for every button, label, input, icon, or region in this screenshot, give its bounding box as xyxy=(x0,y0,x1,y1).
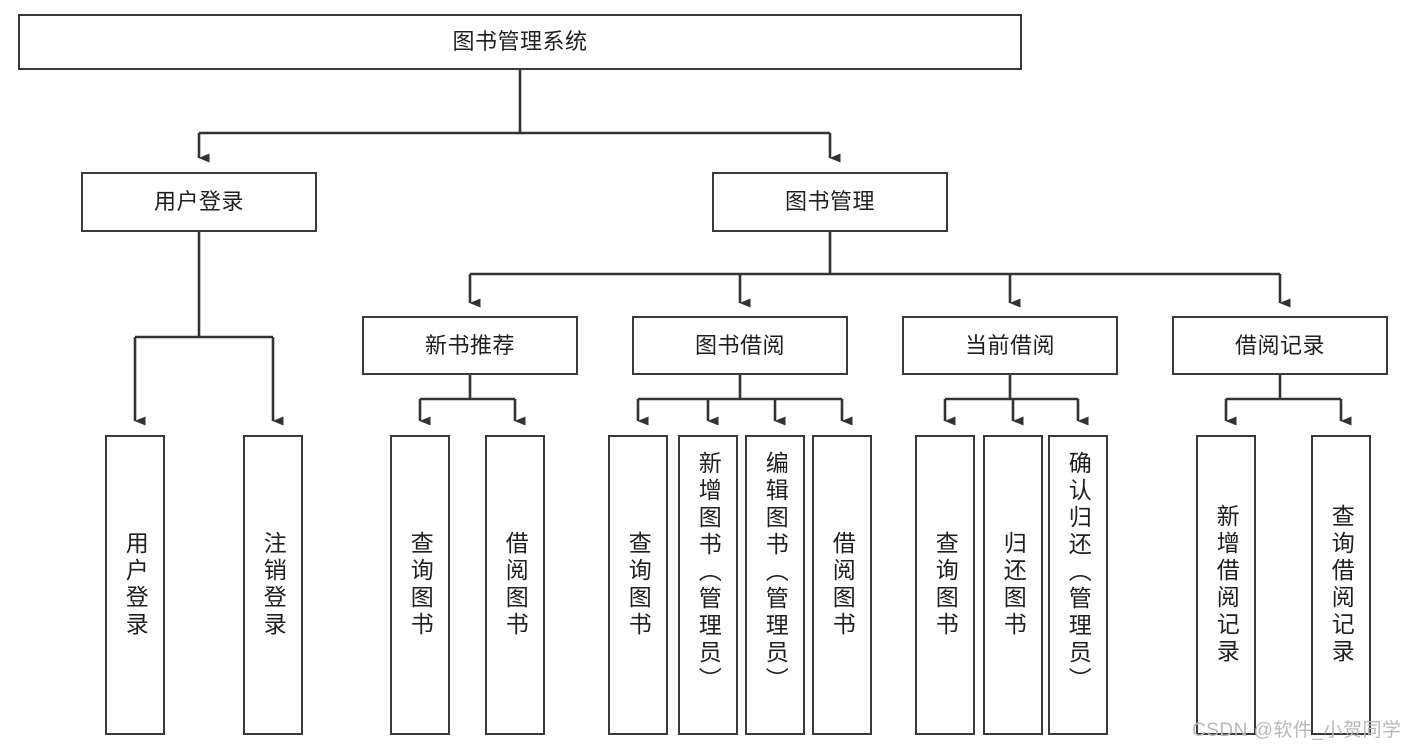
node-leaf-return-book[interactable]: 归还图书 xyxy=(983,435,1043,735)
node-leaf-add-book-label: 新增图书（管理员） xyxy=(695,451,722,694)
node-root[interactable]: 图书管理系统 xyxy=(18,14,1022,70)
node-leaf-confirm-return-label: 确认归还（管理员） xyxy=(1065,451,1092,694)
node-leaf-query-book-3[interactable]: 查询图书 xyxy=(915,435,975,735)
node-user-login-label: 用户登录 xyxy=(153,189,244,215)
node-leaf-confirm-return[interactable]: 确认归还（管理员） xyxy=(1048,435,1108,735)
node-borrow-record-label: 借阅记录 xyxy=(1234,332,1325,358)
node-borrow-record[interactable]: 借阅记录 xyxy=(1172,316,1388,375)
node-leaf-borrow-book-1-label: 借阅图书 xyxy=(502,531,529,639)
node-leaf-query-book-2[interactable]: 查询图书 xyxy=(608,435,668,735)
node-leaf-borrow-book-2[interactable]: 借阅图书 xyxy=(812,435,872,735)
node-leaf-add-record-label: 新增借阅记录 xyxy=(1213,504,1240,666)
node-new-book-rec-label: 新书推荐 xyxy=(424,332,515,358)
node-book-manage[interactable]: 图书管理 xyxy=(712,172,948,232)
node-leaf-logout[interactable]: 注销登录 xyxy=(243,435,303,735)
node-leaf-logout-label: 注销登录 xyxy=(260,531,287,639)
node-leaf-query-book-1[interactable]: 查询图书 xyxy=(390,435,450,735)
node-user-login[interactable]: 用户登录 xyxy=(81,172,317,232)
node-leaf-query-book-2-label: 查询图书 xyxy=(625,531,652,639)
node-leaf-borrow-book-2-label: 借阅图书 xyxy=(829,531,856,639)
node-current-borrow[interactable]: 当前借阅 xyxy=(902,316,1118,375)
node-book-borrow-label: 图书借阅 xyxy=(694,332,785,358)
node-root-label: 图书管理系统 xyxy=(452,29,588,55)
node-leaf-query-record[interactable]: 查询借阅记录 xyxy=(1311,435,1371,735)
node-leaf-add-record[interactable]: 新增借阅记录 xyxy=(1196,435,1256,735)
node-leaf-edit-book-label: 编辑图书（管理员） xyxy=(762,451,789,694)
node-leaf-edit-book[interactable]: 编辑图书（管理员） xyxy=(745,435,805,735)
node-leaf-user-login-label: 用户登录 xyxy=(122,531,149,639)
node-leaf-query-record-label: 查询借阅记录 xyxy=(1328,504,1355,666)
node-book-borrow[interactable]: 图书借阅 xyxy=(632,316,848,375)
node-leaf-query-book-3-label: 查询图书 xyxy=(932,531,959,639)
node-new-book-rec[interactable]: 新书推荐 xyxy=(362,316,578,375)
node-leaf-return-book-label: 归还图书 xyxy=(1000,531,1027,639)
node-leaf-query-book-1-label: 查询图书 xyxy=(407,531,434,639)
node-leaf-add-book[interactable]: 新增图书（管理员） xyxy=(678,435,738,735)
node-book-manage-label: 图书管理 xyxy=(784,189,875,215)
node-leaf-borrow-book-1[interactable]: 借阅图书 xyxy=(485,435,545,735)
node-current-borrow-label: 当前借阅 xyxy=(964,332,1055,358)
node-leaf-user-login[interactable]: 用户登录 xyxy=(105,435,165,735)
